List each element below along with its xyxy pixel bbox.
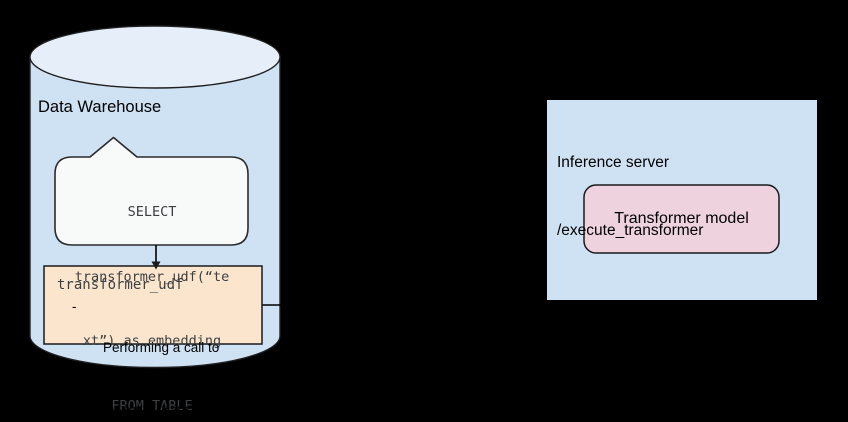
udf-desc-line: Performing a call to	[103, 340, 220, 355]
query-callout-bubble	[54, 136, 249, 246]
data-warehouse-label: Data Warehouse	[38, 98, 162, 116]
query-arrow-head-icon	[151, 261, 161, 270]
inference-server-title-line: Inference server	[557, 154, 669, 171]
udf-box-title: transformer_udf	[57, 277, 184, 293]
query-line: transformer_udf(“te	[74, 268, 230, 285]
transformer-model-label: Transformer model	[614, 210, 749, 227]
data-warehouse-cylinder-top	[29, 25, 281, 89]
udf-box	[43, 265, 263, 345]
transformer-model-box	[583, 184, 780, 254]
inference-server-title-line: /execute_transformer	[557, 221, 704, 239]
query-line: SELECT	[127, 204, 177, 220]
query-line: FROM TABLE	[111, 397, 193, 414]
udf-desc-line: /execute_transformer	[103, 401, 231, 417]
udf-box-description: Performing a call to /execute_transforme…	[103, 297, 231, 422]
inference-server-title: Inference server /execute_transformer	[557, 107, 703, 287]
query-text: SELECT transformer_udf(“te xt”) as embed…	[55, 159, 249, 422]
udf-bullet-dash: -	[72, 299, 77, 314]
query-line: xt”) as embedding	[82, 333, 222, 349]
